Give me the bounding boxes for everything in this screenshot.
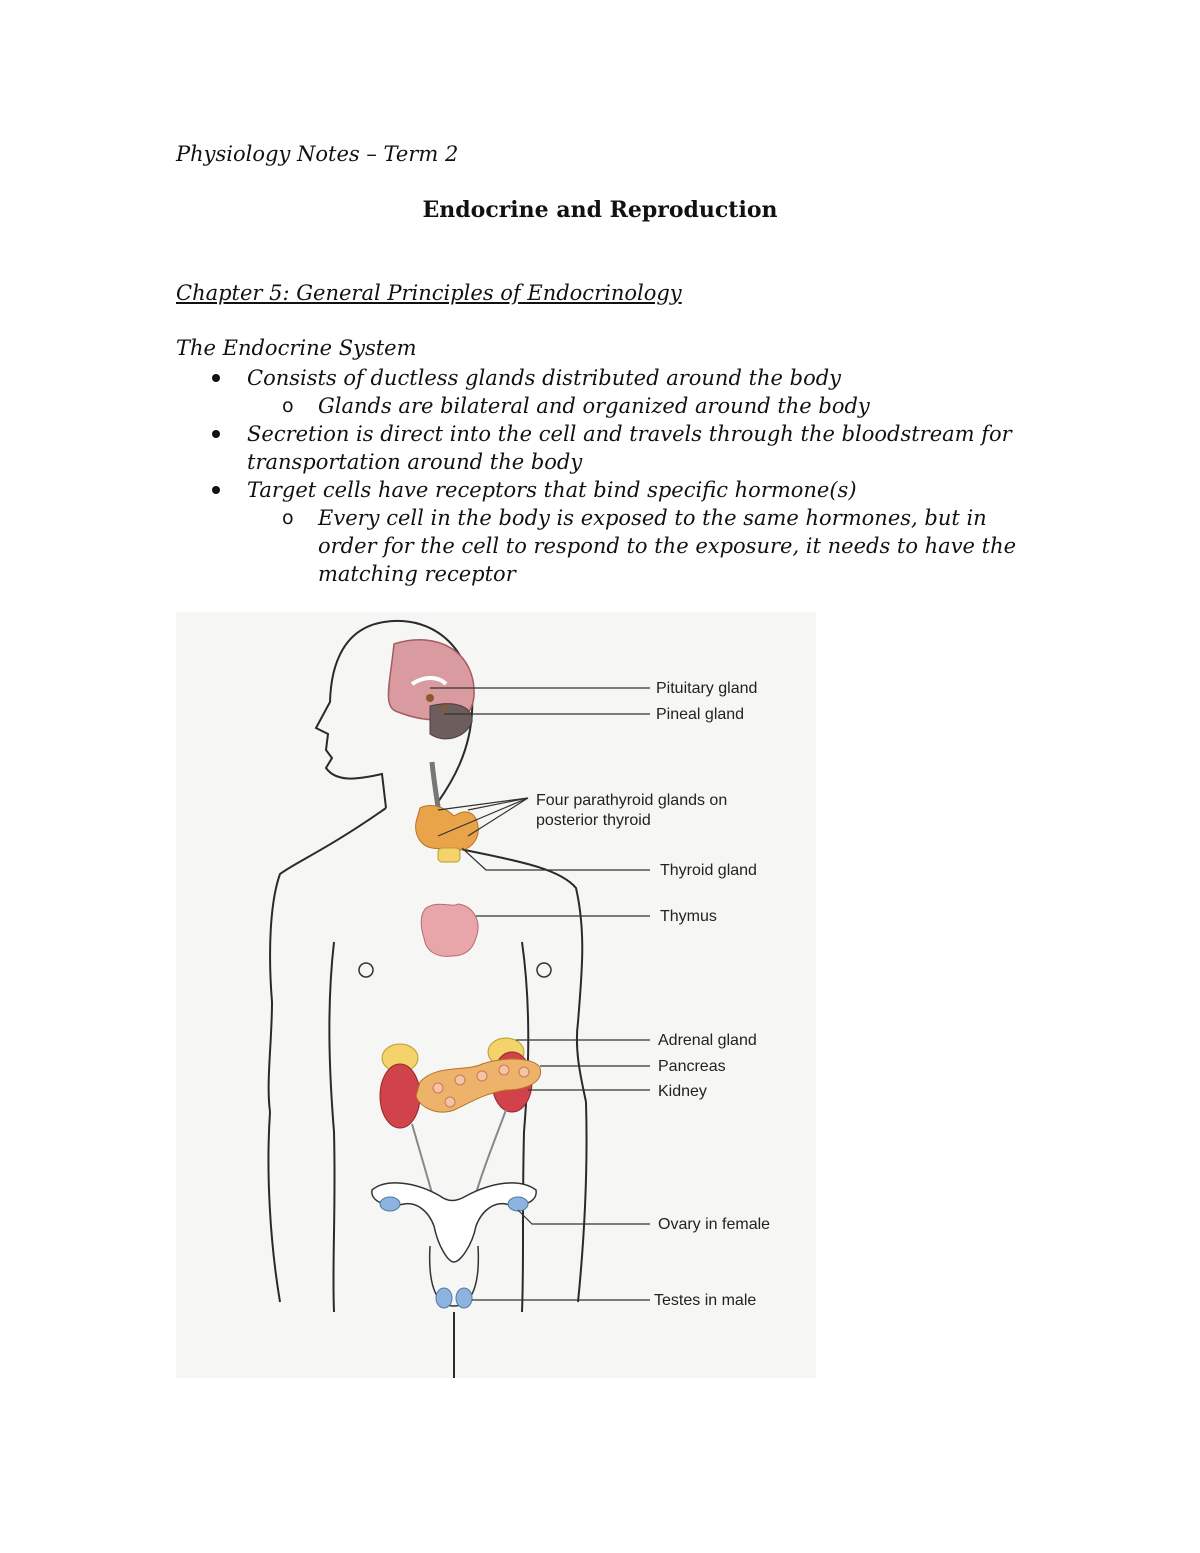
sub-bullet-text: Glands are bilateral and organized aroun… — [318, 394, 870, 418]
body-outline — [267, 619, 588, 1378]
label-parathyroid-line1: Four parathyroid glands on — [536, 792, 727, 809]
left-kidney — [379, 1063, 421, 1129]
list-item: Consists of ductless glands distributed … — [176, 364, 1036, 392]
leader-lines — [430, 687, 650, 1301]
endocrine-system-diagram: Pituitary gland Pineal gland Four parath… — [176, 612, 816, 1378]
bullet-text: Consists of ductless glands distributed … — [247, 366, 842, 390]
bullet-marker — [212, 430, 220, 438]
right-testis — [455, 1287, 473, 1309]
list-item: Secretion is direct into the cell and tr… — [176, 420, 1036, 476]
label-parathyroid-line2: posterior thyroid — [536, 812, 651, 829]
bullet-text: Target cells have receptors that bind sp… — [247, 478, 857, 502]
label-adrenal-gland: Adrenal gland — [658, 1032, 757, 1049]
corpus-callosum — [410, 676, 448, 686]
thyroid-shape — [415, 805, 479, 851]
left-nipple — [358, 962, 374, 978]
left-shoulder-outline — [267, 807, 387, 1113]
parathyroid-leader-3 — [437, 797, 529, 837]
bullet-list: Consists of ductless glands distributed … — [176, 364, 1036, 588]
parathyroid-leader-4 — [467, 797, 529, 837]
endocrine-diagram-svg: Pituitary gland Pineal gland Four parath… — [176, 612, 816, 1378]
uterus-shape — [371, 1182, 537, 1263]
right-nipple — [536, 962, 552, 978]
bullet-marker — [212, 374, 220, 382]
cerebellum — [429, 703, 473, 740]
label-thyroid-gland: Thyroid gland — [660, 862, 757, 879]
label-pineal-gland: Pineal gland — [656, 706, 744, 723]
right-hip-outline — [577, 1101, 588, 1303]
sub-bullet-marker: o — [282, 507, 294, 529]
figure-background — [176, 612, 816, 1378]
pineal-gland-shape — [441, 705, 447, 711]
left-ovary — [379, 1196, 401, 1212]
sub-bullet-marker: o — [282, 395, 294, 417]
sub-list-item: o Every cell in the body is exposed to t… — [176, 504, 1036, 588]
left-testis — [435, 1287, 453, 1309]
label-thymus: Thymus — [660, 908, 717, 925]
parathyroid-leader-1 — [437, 797, 529, 811]
head-back-outline — [383, 619, 474, 844]
label-ovary: Ovary in female — [658, 1216, 770, 1233]
ovary-leader — [517, 1209, 650, 1225]
label-kidney: Kidney — [658, 1083, 707, 1100]
section-heading: The Endocrine System — [176, 336, 417, 360]
label-pituitary-gland: Pituitary gland — [656, 680, 757, 697]
chapter-heading: Chapter 5: General Principles of Endocri… — [176, 281, 682, 305]
label-pancreas: Pancreas — [658, 1058, 726, 1075]
sub-bullet-text: Every cell in the body is exposed to the… — [318, 506, 1017, 586]
thyroid-leader — [461, 847, 650, 871]
brain — [387, 639, 475, 740]
document-header: Physiology Notes – Term 2 — [176, 142, 459, 166]
bullet-marker — [212, 486, 220, 494]
bullet-text: Secretion is direct into the cell and tr… — [247, 422, 1012, 474]
uterus-and-ovaries — [371, 1182, 537, 1263]
scrotum-outline — [428, 1245, 480, 1307]
thymus-shape — [420, 903, 479, 957]
label-testes: Testes in male — [654, 1292, 756, 1309]
list-item: Target cells have receptors that bind sp… — [176, 476, 1036, 504]
thyroid — [415, 805, 479, 863]
trachea-ring — [437, 847, 461, 863]
pancreas-islets — [432, 1064, 530, 1108]
sub-list-item: o Glands are bilateral and organized aro… — [176, 392, 1036, 420]
left-hip-outline — [267, 1111, 281, 1303]
parathyroid-leader-2 — [467, 797, 529, 811]
pituitary-gland-shape — [426, 694, 434, 702]
right-arm-inner-outline — [521, 941, 530, 1313]
document-title: Endocrine and Reproduction — [422, 197, 778, 223]
face-profile-outline — [314, 621, 387, 809]
right-shoulder-outline — [437, 843, 587, 1103]
left-arm-inner-outline — [328, 941, 336, 1313]
right-ovary — [507, 1196, 529, 1212]
